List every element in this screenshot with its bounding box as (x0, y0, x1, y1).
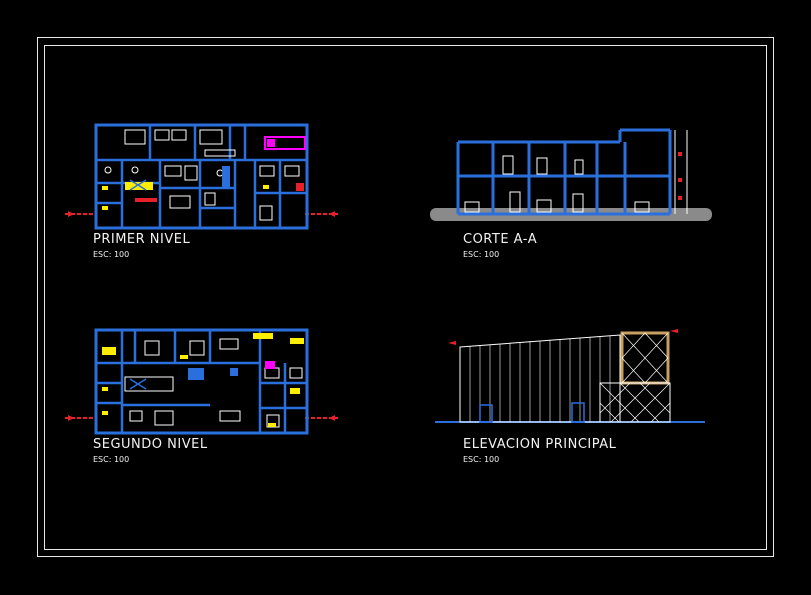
elevation-principal (435, 329, 705, 423)
view-title-primer-nivel: PRIMER NIVEL (93, 232, 191, 247)
section-corte-a-a (430, 128, 712, 221)
view-title-segundo-nivel: SEGUNDO NIVEL (93, 437, 208, 452)
floor-plan-second-level (65, 328, 338, 435)
axis-marker-right (305, 211, 338, 217)
sheet-inner-border (44, 45, 767, 550)
view-title-elevacion-principal: ELEVACION PRINCIPAL (463, 437, 617, 452)
view-title-corte-a-a: CORTE A-A (463, 232, 538, 247)
view-scale-primer-nivel: ESC: 100 (93, 250, 130, 259)
view-scale-elevacion-principal: ESC: 100 (463, 455, 500, 464)
floor-plan-first-level (65, 123, 338, 230)
axis-marker-left-2 (65, 415, 95, 421)
axis-marker-right-2 (305, 415, 338, 421)
view-scale-segundo-nivel: ESC: 100 (93, 455, 130, 464)
view-scale-corte-a-a: ESC: 100 (463, 250, 500, 259)
sheet-outer-border (37, 37, 774, 557)
axis-marker-left (65, 211, 95, 217)
